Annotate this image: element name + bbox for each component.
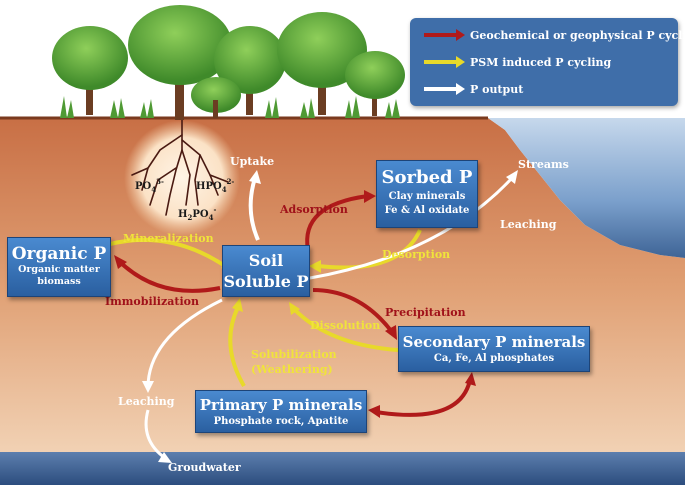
label-adsorption: Adsorption	[279, 203, 348, 216]
arrow-to-groundwater	[144, 409, 166, 460]
arrow-dissolution	[293, 308, 399, 352]
label-desorption: Desorption	[382, 248, 450, 261]
arrowhead-groundwater	[158, 452, 172, 463]
arrowhead-dissolution	[289, 302, 300, 315]
arrowhead-uptake	[249, 170, 261, 184]
arrowhead-leaching-down	[142, 381, 154, 393]
legend-item-geochemical: Geochemical or geophysical P cycling	[422, 26, 685, 44]
arrowhead-secondary	[465, 372, 476, 386]
yellow-arrow-icon	[424, 56, 465, 68]
organic-p-title: Organic P	[11, 244, 107, 264]
sorbed-p-box: Sorbed P Clay minerals Fe & Al oxidate	[376, 160, 478, 228]
primary-p-title: Primary P minerals	[199, 396, 363, 414]
trees-illustration	[52, 5, 405, 120]
arrow-uptake	[248, 177, 260, 241]
legend-label-output: P output	[470, 82, 524, 96]
arrow-solubilization	[228, 306, 246, 388]
primary-p-minerals-box: Primary P minerals Phosphate rock, Apati…	[195, 390, 367, 433]
legend-label-psm: PSM induced P cycling	[470, 55, 612, 69]
sorbed-p-sub2: Fe & Al oxidate	[384, 205, 470, 216]
grass-tufts	[60, 96, 400, 118]
arrowhead-adsorption	[364, 190, 376, 203]
arrow-mineralization	[105, 238, 230, 270]
sorbed-p-title: Sorbed P	[381, 167, 473, 188]
arrow-immobilization	[118, 260, 221, 293]
ion-po4: PO43-	[135, 177, 164, 194]
root-zone	[124, 120, 240, 236]
arrowhead-precipitation	[385, 325, 397, 340]
arrowhead-primary	[368, 405, 380, 418]
red-arrow-icon	[424, 29, 465, 41]
white-arrow-icon	[424, 83, 465, 95]
legend-label-geochemical: Geochemical or geophysical P cycling	[470, 28, 685, 42]
soluble-p-title2: Soluble P	[223, 272, 309, 291]
arrow-adsorption	[305, 194, 369, 251]
arrow-leaching-groundwater	[146, 298, 223, 386]
label-dissolution: Dissolution	[310, 319, 380, 332]
arrowhead-immobilization	[114, 255, 127, 269]
label-groundwater: Groudwater	[168, 461, 241, 474]
organic-p-sub2: biomass	[37, 276, 81, 287]
arrowhead-solubilization	[232, 298, 243, 312]
ion-hpo4: HPO42-	[196, 177, 234, 194]
stream-water	[488, 118, 685, 258]
arrowhead-streams	[506, 170, 518, 184]
organic-p-sub1: Organic matter	[18, 264, 100, 275]
arrowhead-desorption	[309, 260, 321, 273]
organic-p-box: Organic P Organic matter biomass	[7, 237, 111, 297]
label-immobilization: Immobilization	[105, 295, 199, 308]
secondary-p-minerals-box: Secondary P minerals Ca, Fe, Al phosphat…	[398, 326, 590, 372]
soil-soluble-p-box: Soil Soluble P	[222, 245, 310, 297]
legend-item-output: P output	[422, 80, 523, 98]
sorbed-p-sub1: Clay minerals	[388, 191, 466, 202]
ion-h2po4: H2PO4-	[178, 205, 216, 222]
label-streams: Streams	[518, 158, 569, 171]
arrow-precipitation	[312, 288, 394, 334]
legend-panel: Geochemical or geophysical P cycling PSM…	[410, 18, 685, 106]
arrow-desorption	[317, 229, 422, 270]
label-weathering: (Weathering)	[251, 363, 333, 376]
label-solubilization: Solubilization	[251, 348, 337, 361]
arrow-leaching-streams	[309, 176, 514, 280]
label-leaching-right: Leaching	[500, 218, 557, 231]
primary-p-sub: Phosphate rock, Apatite	[213, 416, 349, 427]
label-uptake: Uptake	[230, 155, 274, 168]
label-mineralization: Mineralization	[123, 232, 214, 245]
secondary-p-title: Secondary P minerals	[402, 333, 586, 351]
groundwater-band	[0, 452, 685, 485]
legend-item-psm: PSM induced P cycling	[422, 53, 611, 71]
arrow-primary-secondary	[375, 379, 472, 417]
secondary-p-sub: Ca, Fe, Al phosphates	[433, 353, 555, 364]
roots-icon	[131, 117, 229, 216]
soluble-p-title1: Soil	[248, 251, 284, 270]
label-leaching-left: Leaching	[118, 395, 175, 408]
label-precipitation: Precipitation	[385, 306, 466, 319]
